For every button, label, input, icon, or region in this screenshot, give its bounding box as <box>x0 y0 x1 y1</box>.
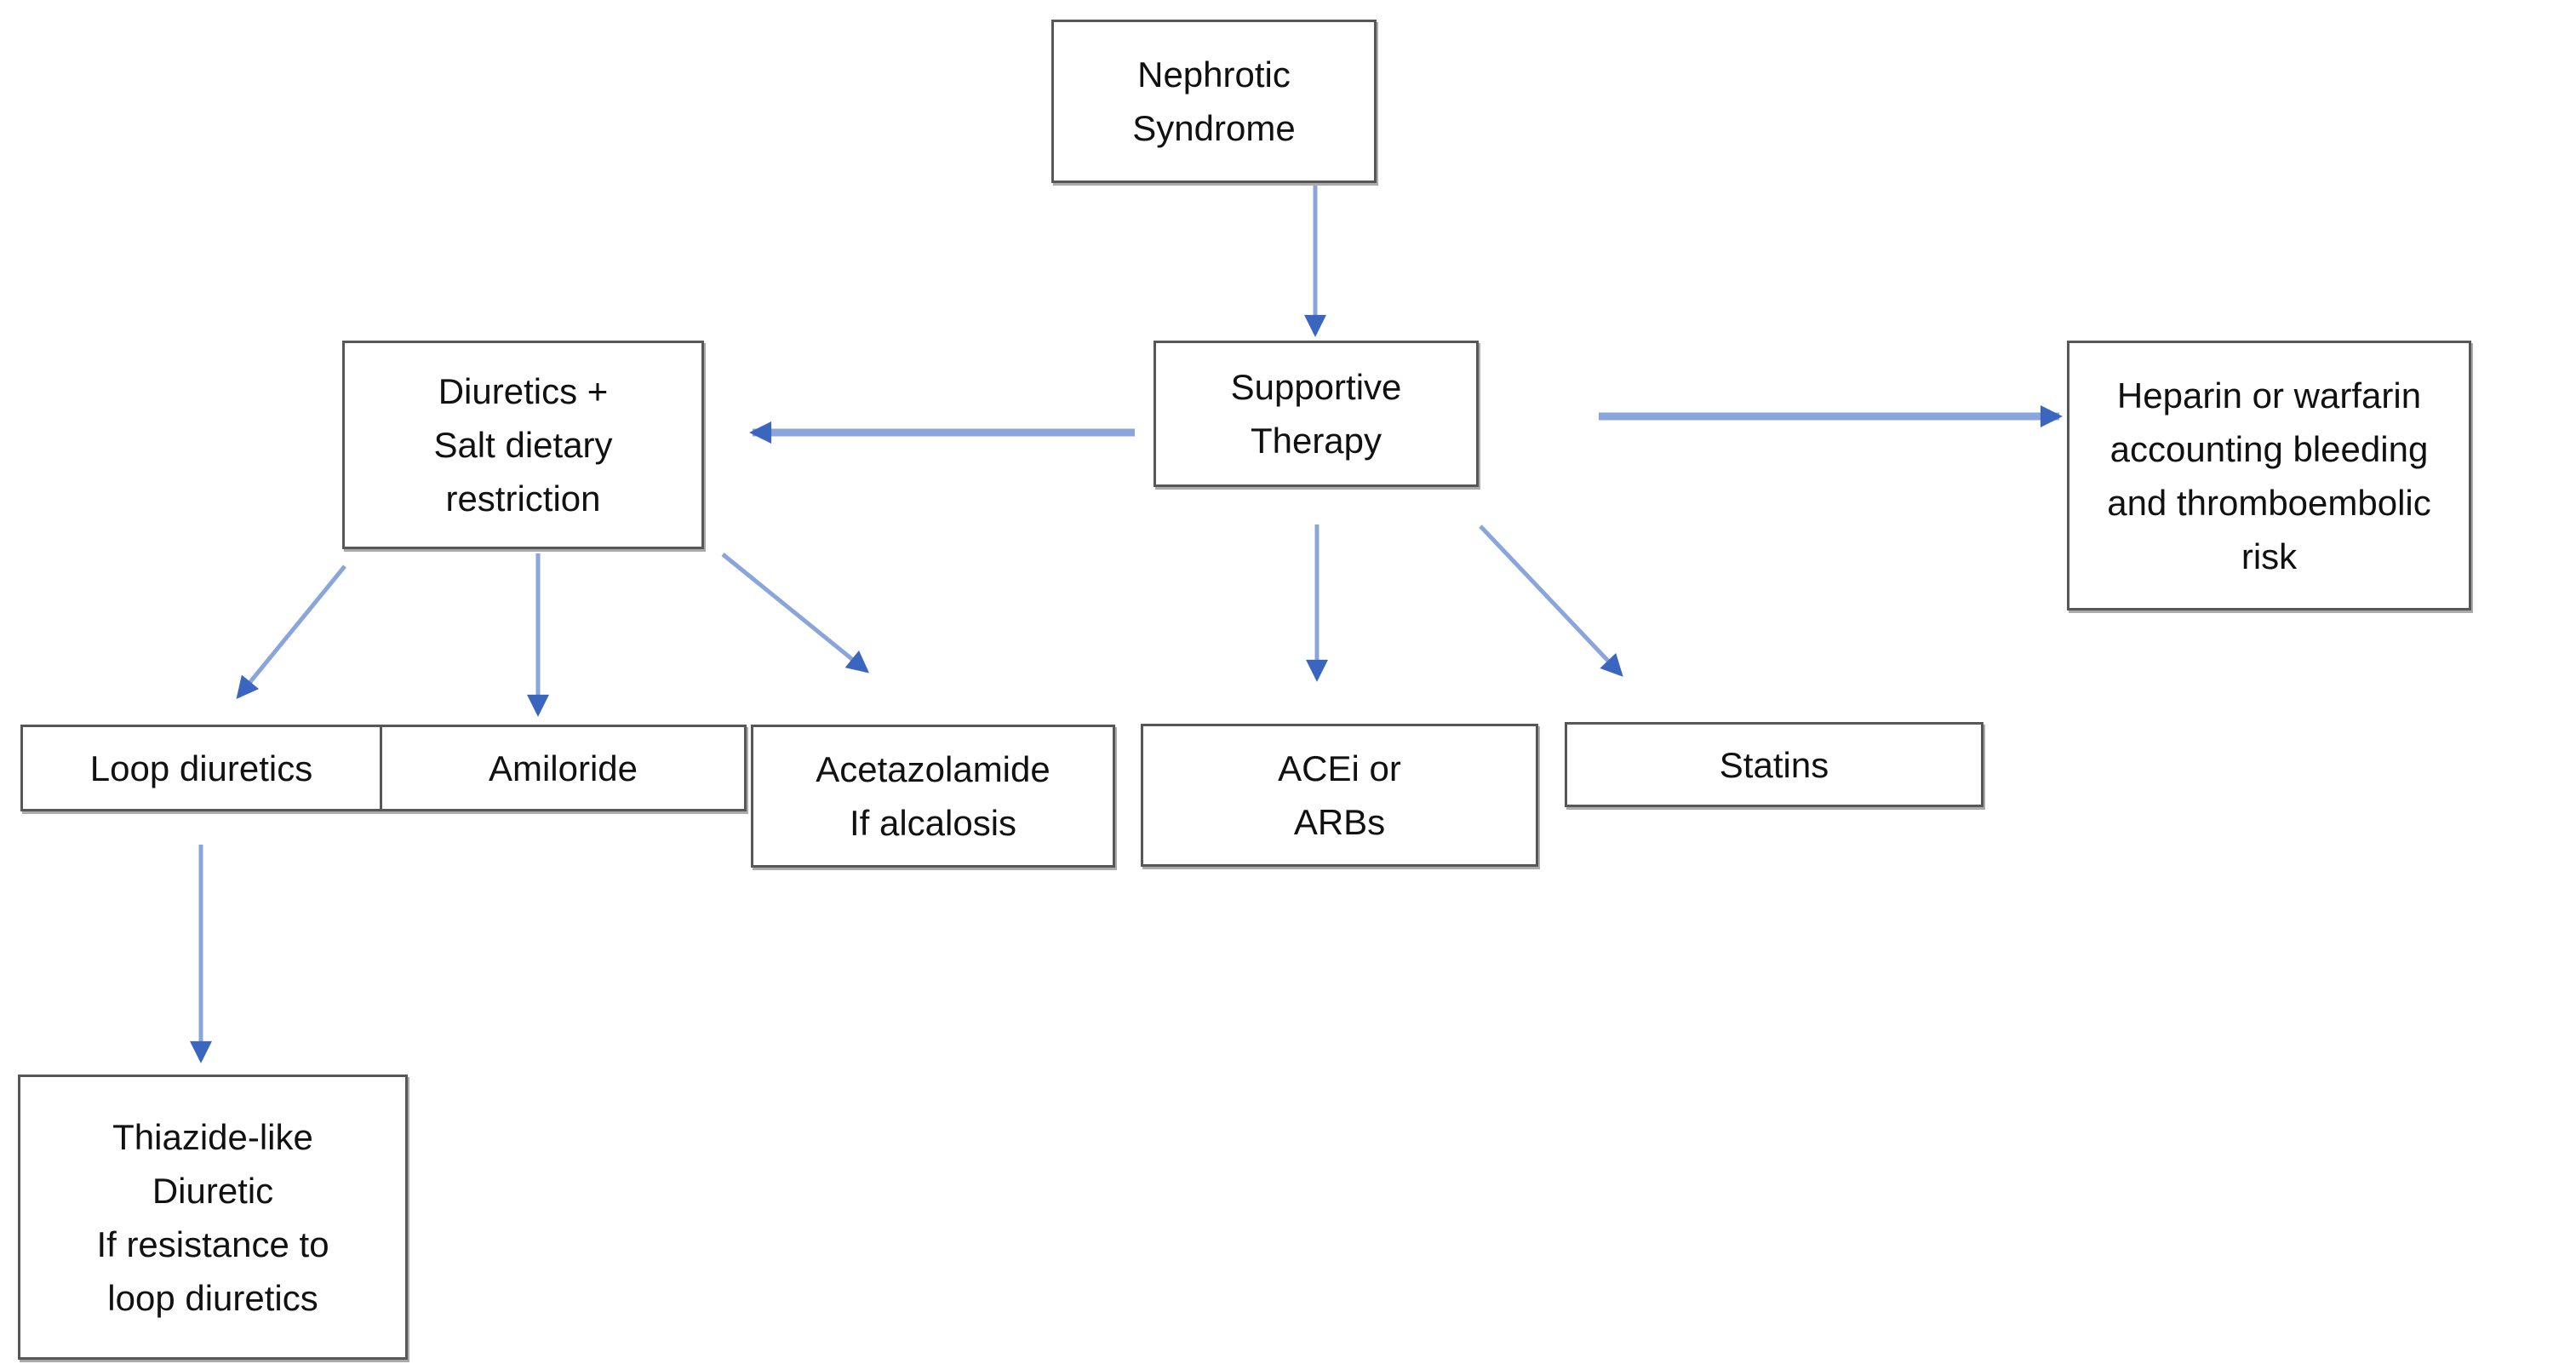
node-diuretics-salt-restriction: Diuretics + Salt dietary restriction <box>342 341 704 549</box>
node-label: Nephrotic Syndrome <box>1132 54 1296 148</box>
arrow-diuretics-to-acetazolamide <box>721 553 870 673</box>
node-thiazide-like-diuretic: Thiazide-like Diuretic If resistance to … <box>18 1075 408 1360</box>
node-label: Diuretics + Salt dietary restriction <box>433 371 613 519</box>
node-supportive-therapy: Supportive Therapy <box>1153 341 1479 487</box>
node-label: Thiazide-like Diuretic If resistance to … <box>96 1116 329 1318</box>
node-label: Amiloride <box>488 748 638 788</box>
node-amiloride: Amiloride <box>380 725 747 811</box>
node-heparin-warfarin: Heparin or warfarin accounting bleeding … <box>2067 341 2471 610</box>
arrow-diuretics-to-loop <box>236 565 346 700</box>
node-label: Acetazolamide If alcalosis <box>816 749 1050 843</box>
node-label: Heparin or warfarin accounting bleeding … <box>2107 375 2431 576</box>
arrow-supportive-to-statins <box>1479 524 1623 677</box>
node-nephrotic-syndrome: Nephrotic Syndrome <box>1051 20 1377 183</box>
node-acei-arbs: ACEi or ARBs <box>1141 724 1538 867</box>
node-label: ACEi or ARBs <box>1278 748 1401 842</box>
node-statins: Statins <box>1565 722 1984 807</box>
node-label: Statins <box>1719 744 1829 785</box>
node-acetazolamide: Acetazolamide If alcalosis <box>751 725 1115 868</box>
node-label: Supportive Therapy <box>1230 367 1402 461</box>
node-loop-diuretics: Loop diuretics <box>20 725 382 811</box>
node-label: Loop diuretics <box>89 748 313 788</box>
